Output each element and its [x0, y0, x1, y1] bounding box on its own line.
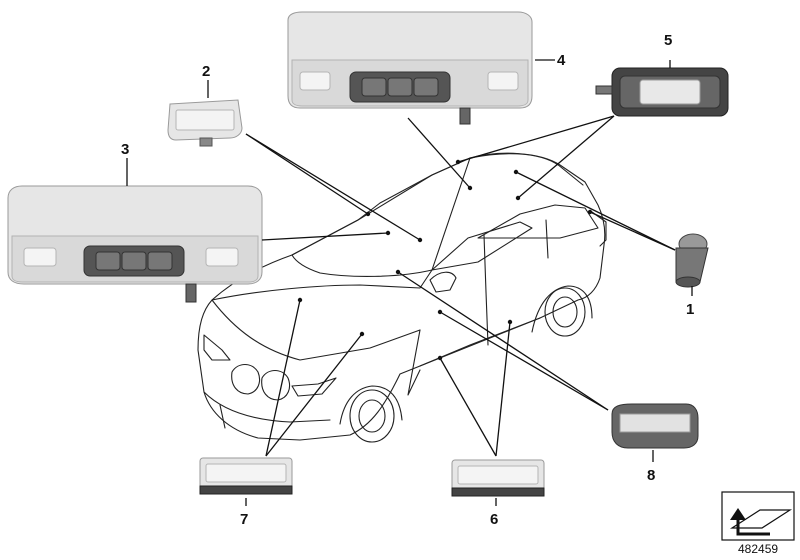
callout-7: 7 [240, 511, 248, 528]
part-1-luggage-lamp [675, 233, 709, 288]
callout-8: 8 [647, 467, 655, 484]
part-2-interior-light [167, 99, 243, 147]
part-7-footwell-lamp [199, 457, 293, 495]
part-6-door-lamp [451, 459, 545, 497]
callout-1: 1 [686, 301, 694, 318]
part-5-rear-reading-light [595, 67, 729, 117]
document-id: 482459 [738, 542, 778, 556]
leader-lines [126, 59, 693, 506]
part-3-front-roof-console [7, 185, 263, 303]
callout-5: 5 [664, 32, 672, 49]
part-4-roof-console [287, 11, 533, 125]
callout-6: 6 [490, 511, 498, 528]
callout-4: 4 [557, 52, 566, 69]
callout-3: 3 [121, 141, 129, 158]
arrow-symbol-icon [721, 491, 795, 541]
part-8-courtesy-light [611, 403, 699, 449]
callout-2: 2 [202, 63, 210, 80]
